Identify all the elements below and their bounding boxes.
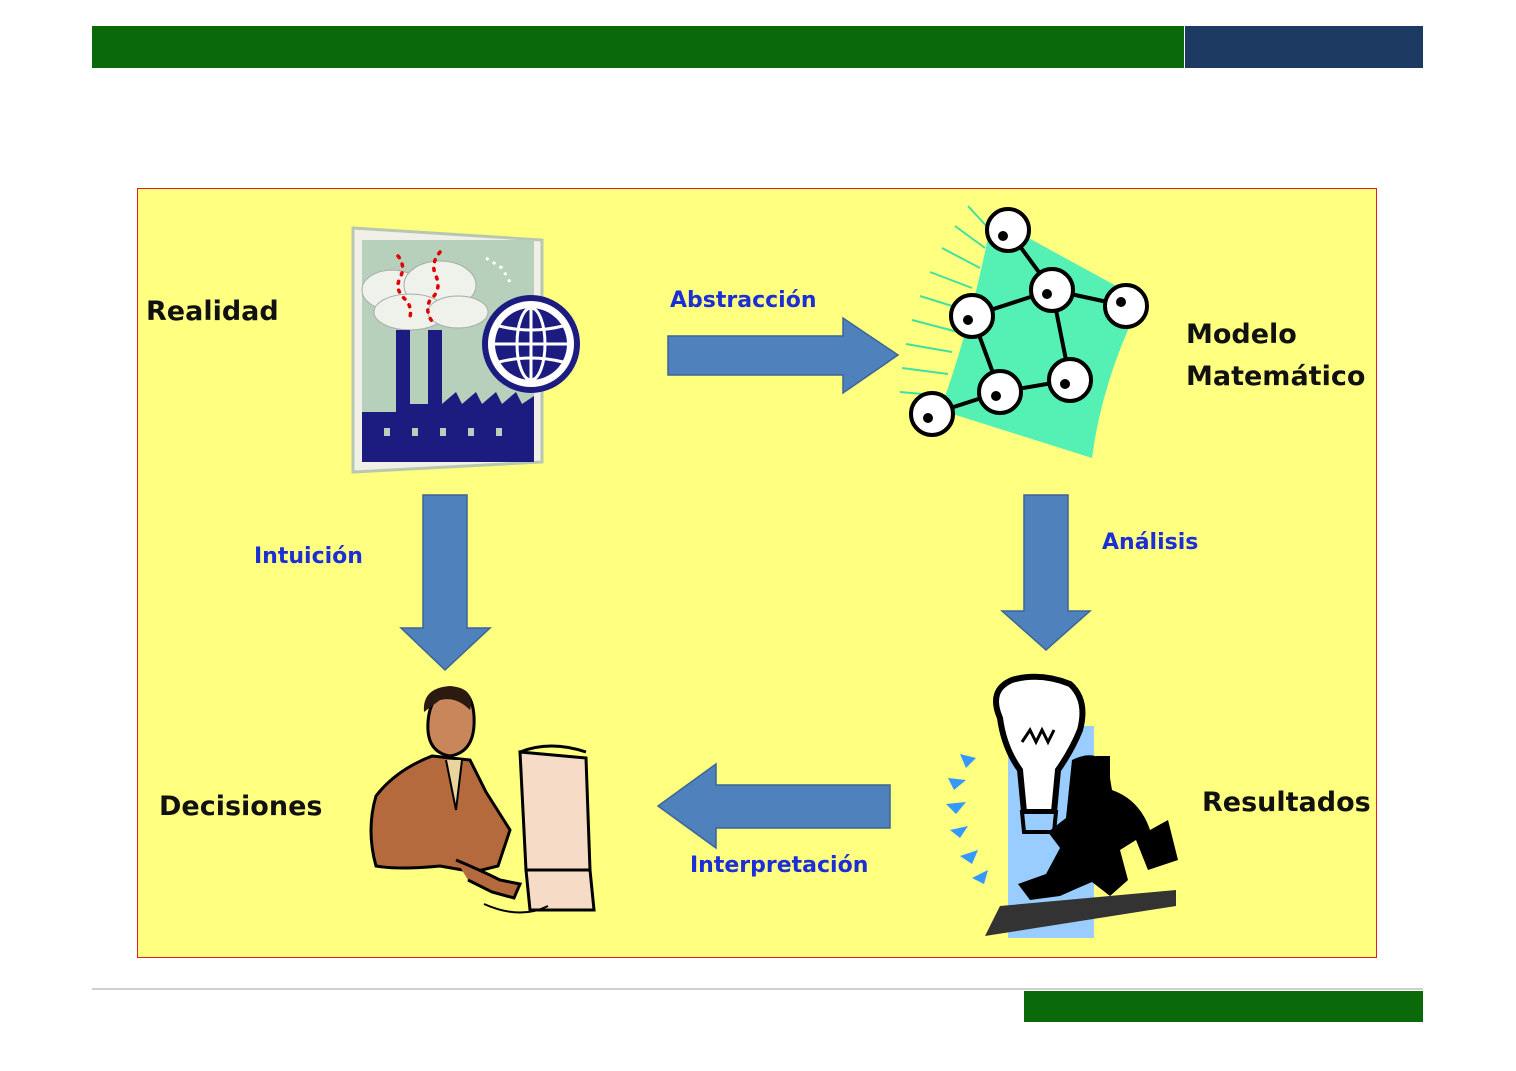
arrow-abstraccion <box>667 316 900 395</box>
node-label-modelo: Modelo Matemático <box>1186 314 1365 398</box>
edge-label-interpretacion: Interpretación <box>690 853 869 878</box>
lightbulb-person-icon <box>946 673 1178 938</box>
node-label-modelo-line2: Matemático <box>1186 361 1366 392</box>
footer-bar-green <box>1024 991 1423 1022</box>
person-at-computer-icon <box>369 686 596 914</box>
arrow-analisis <box>1000 494 1092 652</box>
edge-label-analisis: Análisis <box>1102 530 1199 555</box>
molecule-network-icon <box>899 205 1149 458</box>
edge-label-abstraccion: Abstracción <box>670 288 817 313</box>
node-label-decisiones: Decisiones <box>159 791 323 822</box>
node-label-resultados: Resultados <box>1202 787 1371 818</box>
factory-globe-icon <box>351 226 580 474</box>
node-label-realidad: Realidad <box>146 296 279 327</box>
footer-divider <box>92 988 1423 990</box>
arrow-intuicion <box>399 494 492 672</box>
arrow-interpretacion <box>656 762 891 850</box>
header-bar-navy <box>1185 26 1423 68</box>
node-label-modelo-line1: Modelo <box>1186 319 1297 350</box>
header-bar-green <box>92 26 1184 68</box>
edge-label-intuicion: Intuición <box>254 544 363 569</box>
